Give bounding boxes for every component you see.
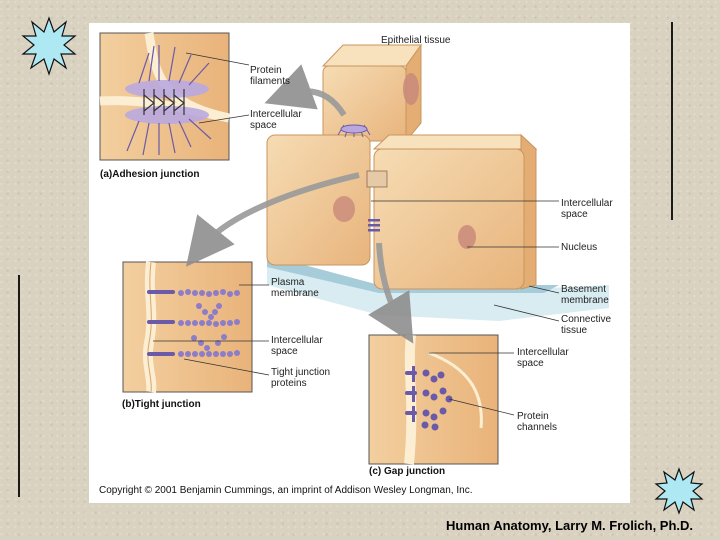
nucleus-shape	[458, 225, 476, 249]
gap-junction-mark	[368, 219, 380, 232]
label-intercellular-space-c: Intercellular	[517, 347, 569, 358]
label-protein-filaments: Protein	[250, 65, 282, 76]
label-protein-channels: Protein	[517, 411, 549, 422]
basement-membrane-strip	[267, 255, 559, 293]
tight-junction-protein-strands	[147, 290, 175, 356]
star-burst-icon-bottom-right	[654, 467, 704, 515]
adhesion-junction-mark	[337, 124, 371, 138]
inset-tight-junction	[122, 261, 270, 393]
nucleus-shape	[403, 73, 419, 105]
label-intercellular-space-b: Intercellular	[271, 335, 323, 346]
star-burst-icon-top-left	[21, 16, 77, 76]
label-intercellular-space-a: Intercellular	[250, 109, 302, 120]
label-basement-membrane-2: membrane	[561, 295, 609, 306]
label-plasma-membrane-2: membrane	[271, 288, 319, 299]
caption-adhesion-junction: (a)Adhesion junction	[100, 169, 199, 180]
label-epithelial-tissue: Epithelial tissue	[381, 35, 451, 46]
inset-gap-junction	[368, 334, 515, 465]
inset-adhesion-junction	[99, 32, 250, 161]
pointer-arrows	[185, 64, 414, 344]
label-intercellular-space-main-2: space	[561, 209, 588, 220]
decorative-rule-right-top	[671, 22, 673, 220]
label-intercellular-space-a-2: space	[250, 120, 277, 131]
decorative-rule-left-bottom	[18, 275, 20, 497]
epithelial-cells	[266, 43, 609, 321]
gap-junction-channels	[405, 366, 453, 431]
right-cell	[372, 133, 538, 290]
top-cell	[321, 43, 422, 143]
junction-diagram: Epithelial tissue Protein filaments Inte…	[99, 32, 613, 496]
nucleus-shape	[333, 196, 355, 222]
label-intercellular-space-main: Intercellular	[561, 198, 613, 209]
label-protein-filaments-2: filaments	[250, 76, 290, 87]
label-intercellular-space-c-2: space	[517, 358, 544, 369]
label-intercellular-space-b-2: space	[271, 346, 298, 357]
left-cell	[266, 134, 371, 266]
tight-junction-protein-beads	[178, 289, 240, 357]
copyright-notice: Copyright © 2001 Benjamin Cummings, an i…	[99, 485, 472, 496]
junction-figure: Epithelial tissue Protein filaments Inte…	[89, 23, 630, 503]
caption-tight-junction: (b)Tight junction	[122, 399, 201, 410]
label-connective-tissue: Connective	[561, 314, 611, 325]
label-plasma-membrane: Plasma	[271, 277, 305, 288]
leader-lines	[371, 200, 560, 322]
footer-credit: Human Anatomy, Larry M. Frolich, Ph.D.	[446, 518, 694, 533]
star-burst-shape	[21, 16, 77, 76]
tight-junction-mark	[366, 170, 388, 188]
label-basement-membrane: Basement	[561, 284, 606, 295]
label-tight-junction-proteins: Tight junction	[271, 367, 330, 378]
label-nucleus: Nucleus	[561, 242, 597, 253]
label-connective-tissue-2: tissue	[561, 325, 588, 336]
label-tight-junction-proteins-2: proteins	[271, 378, 307, 389]
caption-gap-junction: (c) Gap junction	[369, 466, 445, 477]
star-burst-shape	[654, 467, 704, 515]
label-protein-channels-2: channels	[517, 422, 557, 433]
